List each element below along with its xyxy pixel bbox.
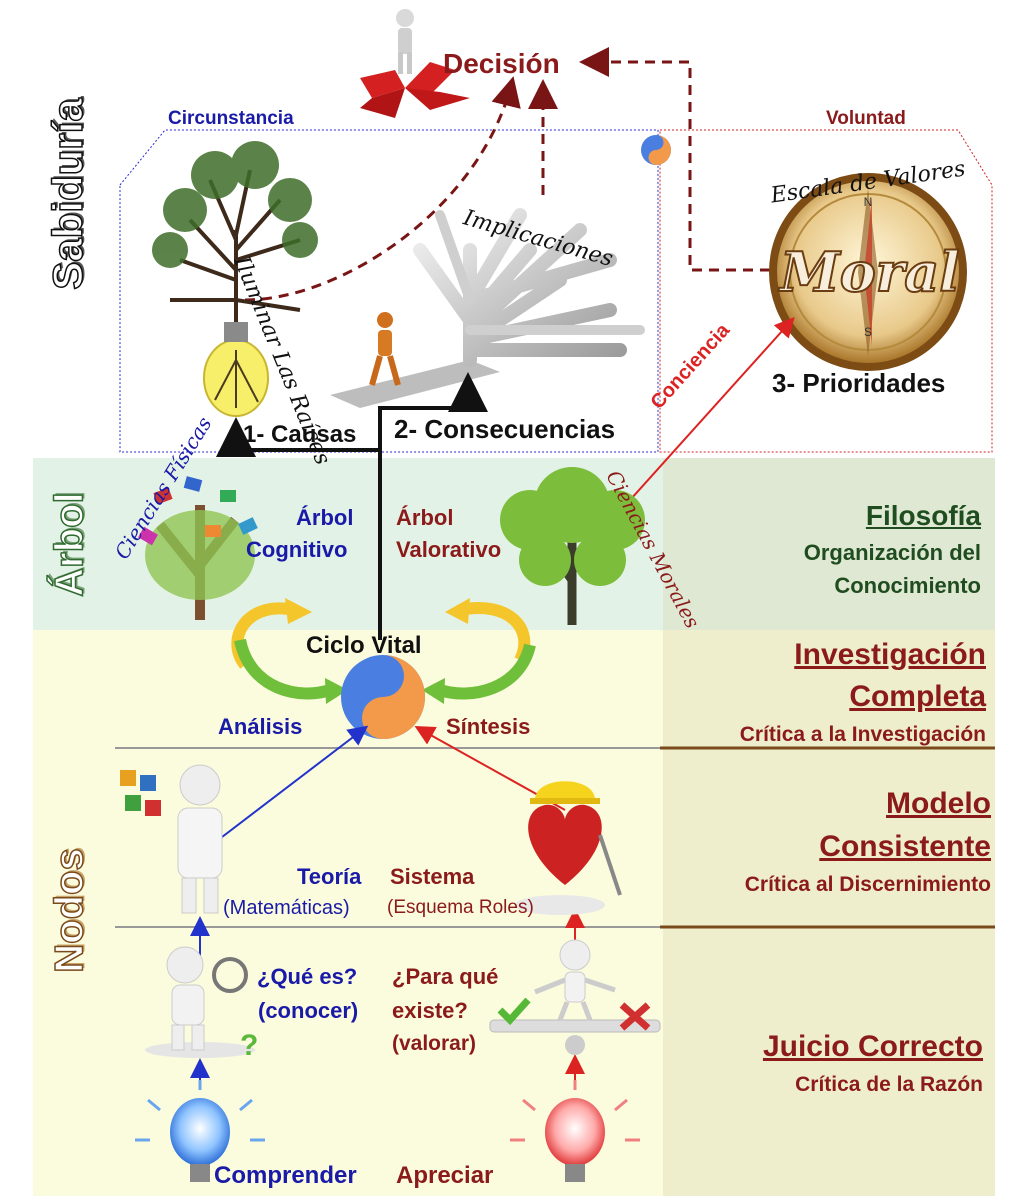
moral-compass-icon: N S — [769, 173, 967, 371]
critica-discernimiento-label: Crítica al Discernimiento — [744, 873, 991, 896]
blue-bulb-icon — [135, 1080, 265, 1182]
filosofia-heading: Filosofía — [865, 500, 981, 531]
side-title-arbol: Árbol — [47, 492, 93, 598]
path-to-consecuencias — [378, 372, 488, 450]
voluntad-box — [659, 129, 993, 453]
ciclo-vital-yinyang-icon — [341, 655, 425, 739]
red-bulb-icon — [510, 1080, 640, 1182]
que-es-label: ¿Qué es? — [257, 964, 358, 989]
balance-figure-icon — [489, 939, 661, 1055]
magnifier-figure-icon: ? — [145, 946, 258, 1062]
heart-worker-icon — [515, 781, 622, 915]
side-title-nodos: Nodos — [47, 848, 93, 974]
book-tree-icon — [138, 476, 258, 620]
modelo-heading-2: Consistente — [819, 830, 991, 863]
svg-text:N: N — [864, 195, 873, 209]
circunstancia-label: Circunstancia — [168, 108, 294, 129]
analisis-label: Análisis — [218, 714, 303, 739]
dashed-arrow-causas — [244, 76, 521, 302]
voluntad-label: Voluntad — [826, 108, 906, 129]
investigacion-heading-1: Investigación — [794, 638, 986, 671]
arbol-valorativo-line1: Árbol — [396, 505, 454, 530]
conciencia-arrow — [629, 317, 795, 501]
svg-text:S: S — [864, 325, 872, 339]
esquema-label: (Esquema Roles) — [387, 897, 534, 918]
teacher-figure-icon — [120, 764, 223, 914]
consecuencias-label: 2- Consecuencias — [394, 414, 616, 444]
side-title-sabiduria: Sabiduría — [43, 98, 92, 291]
arbol-cognitivo-line1: Árbol — [296, 505, 354, 530]
path-to-causas — [216, 417, 382, 640]
para-que-line1: ¿Para qué — [392, 964, 499, 989]
analisis-arrow — [204, 725, 369, 851]
right-panel — [663, 458, 995, 1196]
matematicas-label: (Matemáticas) — [223, 897, 350, 919]
circunstancia-box — [119, 129, 659, 453]
cycle-arrows-right-icon — [422, 598, 536, 704]
apreciar-label: Apreciar — [396, 1162, 494, 1189]
comprender-label: Comprender — [214, 1162, 357, 1189]
arbol-cognitivo-line2: Cognitivo — [246, 537, 348, 562]
investigacion-heading-2: Completa — [849, 680, 986, 713]
para-que-line2: existe? — [392, 998, 468, 1023]
modelo-heading-1: Modelo — [886, 787, 991, 820]
decision-figure-icon — [360, 9, 470, 118]
conocer-label: (conocer) — [258, 998, 359, 1023]
organizacion-line2: Conocimiento — [834, 573, 981, 598]
teoria-label: Teoría — [297, 864, 362, 889]
critica-investigacion-label: Crítica a la Investigación — [739, 723, 986, 746]
juicio-correcto-heading: Juicio Correcto — [762, 1030, 983, 1063]
small-yinyang-icon — [641, 135, 671, 165]
cycle-arrows-left-icon — [231, 598, 348, 704]
dashed-arrow-moral — [579, 47, 770, 272]
decision-label: Decisión — [443, 48, 560, 79]
causas-label: 1- Causas — [243, 421, 357, 448]
organizacion-line1: Organización del — [803, 540, 981, 565]
critica-razon-label: Crítica de la Razón — [795, 1073, 983, 1096]
root-bulb-tree-icon — [152, 141, 318, 417]
valorar-label: (valorar) — [392, 1032, 477, 1055]
ciclo-vital-label: Ciclo Vital — [306, 632, 422, 659]
prioridades-label: 3- Prioridades — [772, 368, 946, 398]
green-tree-icon — [500, 467, 645, 625]
moral-label: Moral — [779, 239, 961, 305]
arbol-valorativo-line2: Valorativo — [396, 537, 502, 562]
svg-text:?: ? — [240, 1029, 258, 1062]
sistema-label: Sistema — [390, 864, 475, 889]
sintesis-label: Síntesis — [446, 714, 531, 739]
